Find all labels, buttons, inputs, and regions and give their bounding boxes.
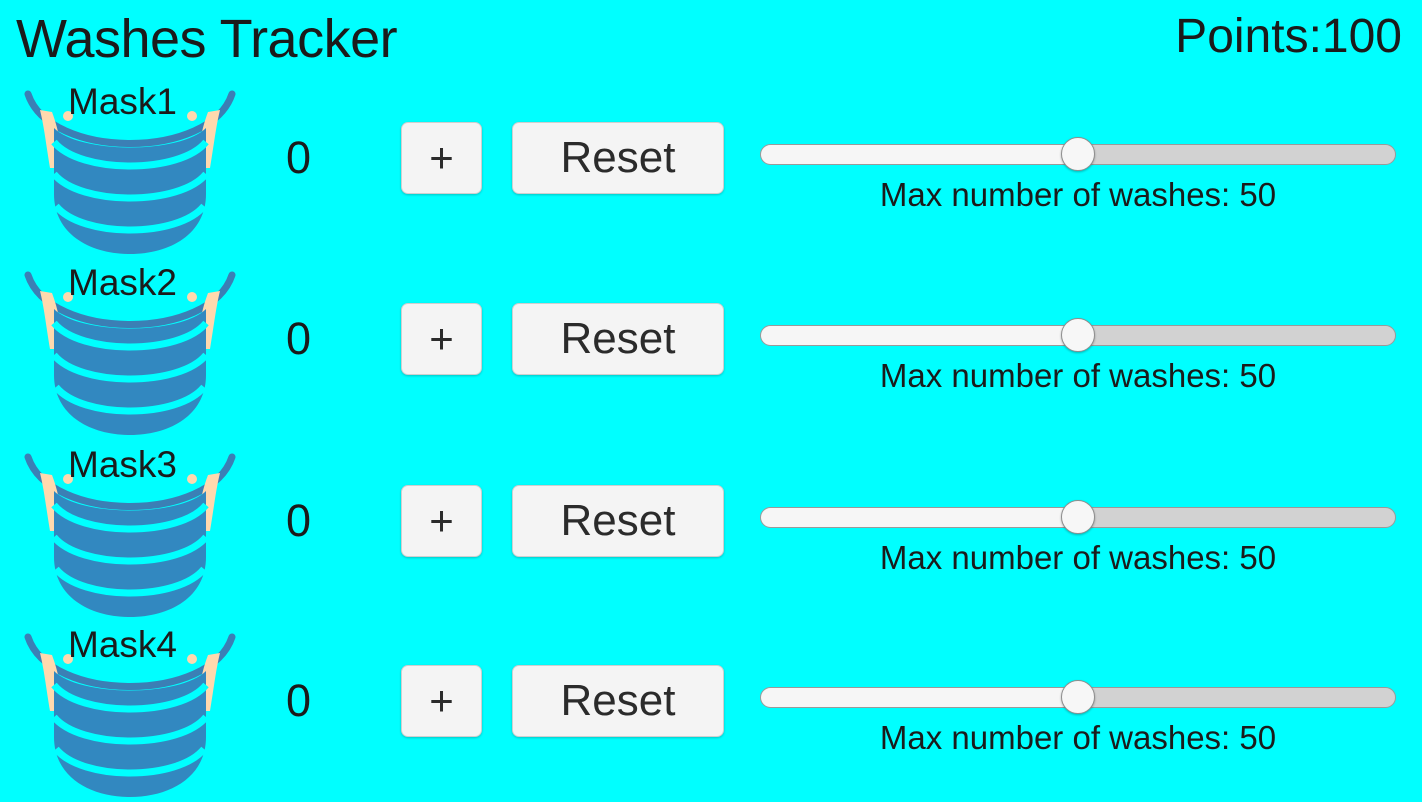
reset-button[interactable]: Reset [512, 485, 724, 557]
slider-thumb[interactable] [1061, 680, 1095, 714]
slider-fill [761, 326, 1078, 345]
mask-row: Mask3 0 + Reset Max number of washes: 50 [0, 441, 1422, 622]
slider-thumb[interactable] [1061, 137, 1095, 171]
mask-row: Mask1 0 + Reset Max number of washes: 50 [0, 78, 1422, 259]
wash-count: 0 [286, 132, 312, 183]
wash-count: 0 [286, 675, 312, 726]
page-title: Washes Tracker [16, 9, 398, 69]
mask-figure: Mask2 [10, 259, 250, 435]
face-mask-icon [24, 453, 236, 617]
face-mask-icon [24, 271, 236, 435]
slider-fill [761, 145, 1078, 164]
increment-button[interactable]: + [401, 485, 482, 557]
slider-thumb[interactable] [1061, 500, 1095, 534]
max-washes-slider[interactable]: Max number of washes: 50 [760, 621, 1396, 797]
increment-button[interactable]: + [401, 303, 482, 375]
reset-button[interactable]: Reset [512, 665, 724, 737]
slider-caption: Max number of washes: 50 [879, 539, 1277, 576]
slider-caption: Max number of washes: 50 [879, 176, 1277, 213]
slider-fill [761, 688, 1078, 707]
wash-count: 0 [286, 495, 312, 546]
mask-figure: Mask1 [10, 78, 250, 254]
slider-fill [761, 508, 1078, 527]
mask-figure: Mask3 [10, 441, 250, 617]
increment-button[interactable]: + [401, 665, 482, 737]
face-mask-icon [24, 90, 236, 254]
mask-label: Mask3 [68, 444, 177, 485]
app-header: Washes Tracker Points:100 [0, 0, 1422, 80]
slider-caption: Max number of washes: 50 [879, 719, 1277, 756]
mask-label: Mask4 [68, 624, 177, 665]
max-washes-slider[interactable]: Max number of washes: 50 [760, 259, 1396, 435]
max-washes-slider[interactable]: Max number of washes: 50 [760, 441, 1396, 617]
face-mask-icon [24, 633, 236, 797]
reset-button[interactable]: Reset [512, 122, 724, 194]
points-display: Points:100 [1175, 10, 1402, 63]
slider-caption: Max number of washes: 50 [879, 357, 1277, 394]
mask-row: Mask2 0 + Reset Max number of washes: 50 [0, 259, 1422, 440]
mask-figure: Mask4 [10, 621, 250, 797]
mask-row: Mask4 0 + Reset Max number of washes: 50 [0, 621, 1422, 802]
max-washes-slider[interactable]: Max number of washes: 50 [760, 78, 1396, 254]
increment-button[interactable]: + [401, 122, 482, 194]
wash-count: 0 [286, 313, 312, 364]
slider-thumb[interactable] [1061, 318, 1095, 352]
reset-button[interactable]: Reset [512, 303, 724, 375]
mask-label: Mask1 [68, 81, 177, 122]
mask-label: Mask2 [68, 262, 177, 303]
